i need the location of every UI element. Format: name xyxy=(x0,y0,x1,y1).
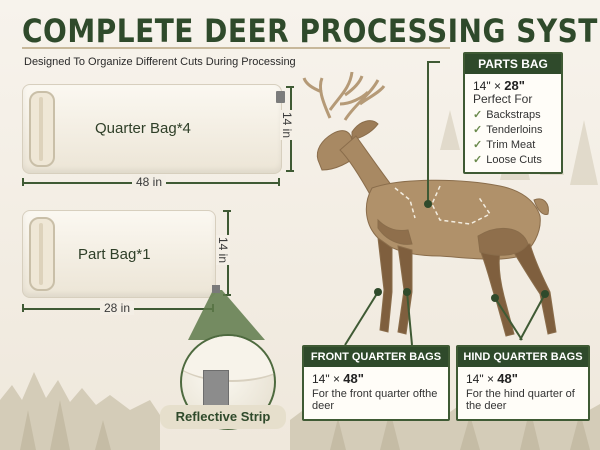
check-icon: ✓ xyxy=(473,154,483,166)
parts-bag-item: ✓Loose Cuts xyxy=(465,152,561,167)
check-icon: ✓ xyxy=(473,124,483,136)
check-icon: ✓ xyxy=(473,109,483,121)
quarter-bag-length-tick-left xyxy=(22,178,24,186)
hind-quarter-desc: For the hind quarter of the deer xyxy=(466,388,575,412)
quarter-bag-width-tick-top xyxy=(286,86,294,88)
page-title: COMPLETE DEER PROCESSING SYSTEM xyxy=(22,12,600,50)
front-quarter-size-width: 14" × xyxy=(312,372,344,386)
parts-bag-size-width: 14" × xyxy=(473,79,505,93)
reflective-strip-label: Reflective Strip xyxy=(160,405,286,429)
parts-bag-desc: Perfect For xyxy=(473,92,533,106)
parts-bag-title: PARTS BAG xyxy=(465,54,561,74)
front-quarter-size: 14" × 48" xyxy=(304,367,448,386)
part-bag-label: Part Bag*1 xyxy=(78,246,151,263)
part-bag-length-label: 28 in xyxy=(100,301,135,315)
part-bag-length-tick-left xyxy=(22,304,24,312)
parts-bag-item-label: Trim Meat xyxy=(486,139,536,151)
front-quarter-size-length: 48" xyxy=(343,371,364,386)
bag-opening xyxy=(29,91,55,167)
parts-bag-item: ✓Backstraps xyxy=(465,107,561,122)
check-icon: ✓ xyxy=(473,139,483,151)
title-underline xyxy=(22,47,450,49)
front-quarter-title: FRONT QUARTER BAGS xyxy=(304,347,448,367)
part-bag-width-tick-top xyxy=(223,210,231,212)
front-quarter-desc: For the front quarter ofthe deer xyxy=(312,388,438,412)
hind-quarter-size-length: 48" xyxy=(497,371,518,386)
page-subtitle: Designed To Organize Different Cuts Duri… xyxy=(24,56,296,68)
parts-bag-callout: PARTS BAG 14" × 28" Perfect For ✓Backstr… xyxy=(463,52,563,174)
hind-quarter-callout: HIND QUARTER BAGS 14" × 48" For the hind… xyxy=(456,345,590,421)
part-bag-image xyxy=(22,210,216,298)
parts-bag-size: 14" × 28" xyxy=(465,74,561,93)
part-bag-width-tick-bottom xyxy=(223,294,231,296)
reflective-tab xyxy=(276,91,285,103)
quarter-bag-image xyxy=(22,84,285,174)
quarter-bag-width-tick-bottom xyxy=(286,170,294,172)
reflective-strip-swatch xyxy=(203,370,229,406)
quarter-bag-length-label: 48 in xyxy=(132,175,167,189)
front-quarter-callout: FRONT QUARTER BAGS 14" × 48" For the fro… xyxy=(302,345,450,421)
bag-opening xyxy=(29,217,55,291)
hind-quarter-title: HIND QUARTER BAGS xyxy=(458,347,588,367)
parts-bag-size-length: 28" xyxy=(504,78,525,93)
parts-bag-item-label: Loose Cuts xyxy=(486,154,542,166)
parts-bag-item-label: Tenderloins xyxy=(486,124,543,136)
quarter-bag-length-tick-right xyxy=(278,178,280,186)
hind-quarter-size: 14" × 48" xyxy=(458,367,588,386)
parts-bag-item: ✓Tenderloins xyxy=(465,122,561,137)
parts-bag-item: ✓Trim Meat xyxy=(465,137,561,152)
parts-bag-item-label: Backstraps xyxy=(486,109,541,121)
quarter-bag-label: Quarter Bag*4 xyxy=(95,120,191,137)
hind-quarter-size-width: 14" × xyxy=(466,372,498,386)
